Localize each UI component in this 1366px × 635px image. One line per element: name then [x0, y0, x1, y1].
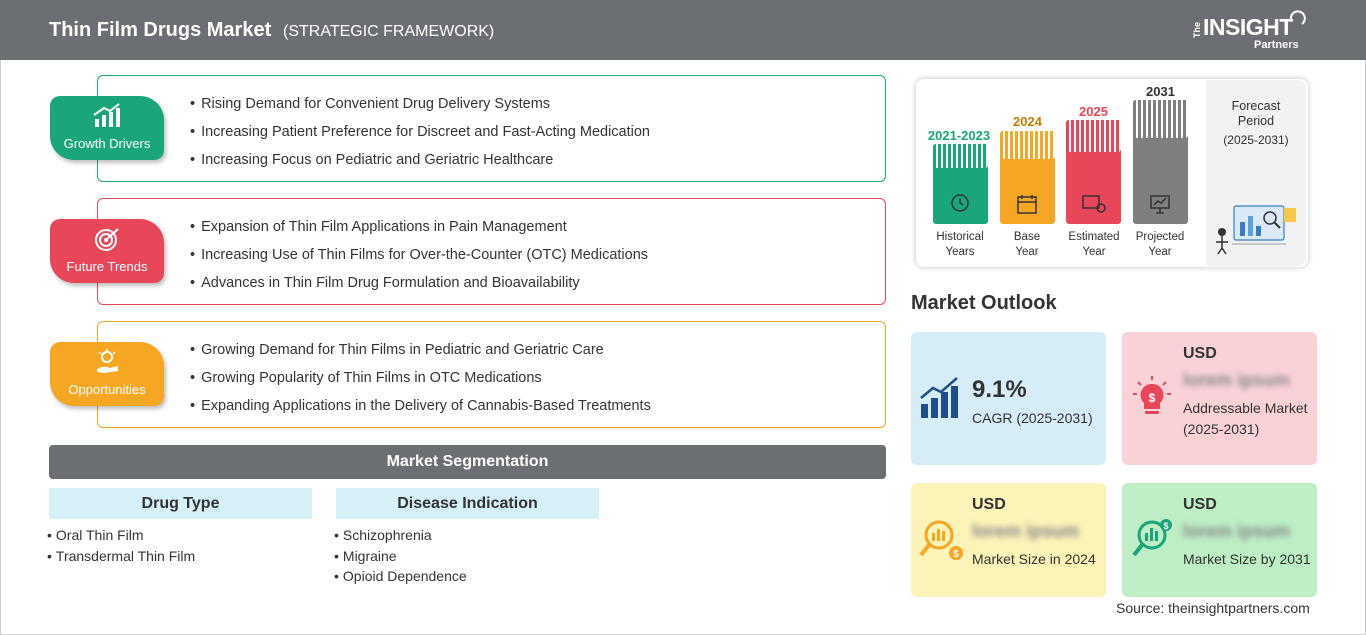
- logo-the: The: [1192, 22, 1202, 39]
- estimated-caption-line1: Estimated: [1068, 231, 1120, 243]
- page-subtitle: (STRATEGIC FRAMEWORK): [283, 23, 495, 40]
- estimated-year-label: 2025: [1079, 104, 1108, 119]
- cagr-card: 9.1% CAGR (2025-2031): [911, 332, 1106, 465]
- future-trend-item: Expansion of Thin Film Applications in P…: [190, 218, 648, 246]
- addressable-market-card: USD $ lorem ipsum Addressable Market (20…: [1122, 332, 1317, 465]
- future-trend-item: Increasing Use of Thin Films for Over-th…: [190, 246, 648, 274]
- growth-drivers-label: Growth Drivers: [63, 136, 151, 151]
- disease-indication-heading: Disease Indication: [336, 488, 599, 519]
- market-size-2024-card: USD $ lorem ipsum Market Size in 2024: [911, 483, 1106, 597]
- size-2031-value: lorem ipsum: [1183, 521, 1291, 541]
- future-trends-badge: Future Trends: [50, 219, 164, 283]
- market-size-2031-card: USD $ lorem ipsum Market Size by 2031: [1122, 483, 1317, 597]
- logo-bulb-icon: [1289, 10, 1306, 25]
- growth-drivers-box: Rising Demand for Convenient Drug Delive…: [97, 75, 886, 182]
- analytics-illustration-icon: [1216, 205, 1296, 255]
- projected-caption-line1: Projected: [1135, 231, 1185, 243]
- insight-partners-logo[interactable]: The INSIGHT Partners: [1192, 10, 1312, 54]
- forecast-title-line1: Forecast: [1231, 99, 1281, 113]
- history-icon: [951, 194, 969, 212]
- historical-caption: Historical Years: [926, 230, 994, 260]
- estimate-icon: [1082, 195, 1106, 213]
- presentation-icon: [1150, 195, 1170, 214]
- future-trend-item: Advances in Thin Film Drug Formulation a…: [190, 274, 648, 302]
- projected-caption-line2: Year: [1148, 246, 1172, 258]
- page-title: Thin Film Drugs Market: [49, 19, 272, 41]
- opportunities-label: Opportunities: [68, 382, 146, 397]
- size-2024-value: lorem ipsum: [972, 521, 1080, 541]
- dollar-chart-icon: $: [1132, 519, 1172, 557]
- market-segmentation-bar: Market Segmentation: [49, 445, 886, 479]
- growth-drivers-badge: Growth Drivers: [50, 96, 164, 160]
- size-2024-currency: USD: [972, 496, 1006, 513]
- idea-hand-icon: [97, 349, 118, 373]
- dollar-search-icon: $: [919, 520, 963, 560]
- estimated-caption: Estimated Year: [1060, 230, 1128, 260]
- base-caption-line1: Base: [1013, 231, 1041, 243]
- money-bulb-icon: $: [1133, 376, 1171, 414]
- historical-years-label: 2021-2023: [927, 128, 991, 143]
- size-2031-currency: USD: [1183, 496, 1217, 513]
- base-caption-line2: Year: [1015, 246, 1039, 258]
- projected-bar-stripes: [1133, 100, 1188, 138]
- cagr-value: 9.1%: [972, 376, 1027, 403]
- opportunity-item: Growing Demand for Thin Films in Pediatr…: [190, 341, 651, 369]
- historical-caption-line1: Historical: [936, 231, 984, 243]
- drug-type-item: Transdermal Thin Film: [47, 546, 195, 567]
- growth-driver-item: Rising Demand for Convenient Drug Delive…: [190, 95, 650, 123]
- size-2031-label: Market Size by 2031: [1183, 551, 1311, 567]
- target-icon: [95, 228, 119, 251]
- cagr-label: CAGR (2025-2031): [972, 410, 1093, 426]
- historical-caption-line2: Years: [945, 246, 975, 258]
- source-credit[interactable]: Source: theinsightpartners.com: [1116, 600, 1310, 616]
- base-year-label: 2024: [1013, 114, 1042, 129]
- svg-text:$: $: [953, 549, 959, 560]
- drug-type-list: Oral Thin Film Transdermal Thin Film: [47, 525, 195, 566]
- header-bar: Thin Film Drugs Market (STRATEGIC FRAMEW…: [0, 0, 1366, 60]
- future-trends-box: Expansion of Thin Film Applications in P…: [97, 198, 886, 305]
- svg-text:$: $: [1149, 391, 1156, 405]
- forecast-period-panel: Forecast Period (2025-2031): [1206, 80, 1306, 266]
- calendar-icon: [1017, 195, 1037, 214]
- estimated-caption-line2: Year: [1082, 246, 1106, 258]
- historical-bar-stripes: [933, 144, 988, 168]
- opportunities-box: Growing Demand for Thin Films in Pediatr…: [97, 321, 886, 428]
- forecast-title: Forecast Period: [1206, 99, 1306, 129]
- svg-text:$: $: [1163, 521, 1168, 531]
- projected-caption: Projected Year: [1127, 230, 1193, 260]
- projected-year-label: 2031: [1146, 84, 1175, 99]
- growth-driver-item: Increasing Focus on Pediatric and Geriat…: [190, 151, 650, 179]
- future-trends-label: Future Trends: [66, 259, 148, 274]
- base-caption: Base Year: [994, 230, 1060, 260]
- forecast-title-line2: Period: [1237, 114, 1275, 128]
- disease-indication-item: Opioid Dependence: [334, 566, 467, 587]
- disease-indication-list: Schizophrenia Migraine Opioid Dependence: [334, 525, 467, 587]
- addressable-label: Addressable Market (2025-2031): [1183, 400, 1308, 437]
- size-2024-label: Market Size in 2024: [972, 551, 1096, 567]
- logo-insight: INSIGHT: [1203, 14, 1293, 40]
- logo-partners: Partners: [1254, 39, 1299, 51]
- estimated-bar-stripes: [1066, 120, 1121, 152]
- opportunity-item: Expanding Applications in the Delivery o…: [190, 397, 651, 425]
- market-outlook-title: Market Outlook: [911, 292, 1057, 314]
- addressable-value: lorem ipsum: [1183, 370, 1291, 390]
- drug-type-heading: Drug Type: [49, 488, 312, 519]
- forecast-period-range: (2025-2031): [1223, 133, 1289, 147]
- base-bar-stripes: [1000, 131, 1055, 159]
- bar-growth-icon: [93, 103, 120, 127]
- disease-indication-item: Migraine: [334, 546, 467, 567]
- disease-indication-item: Schizophrenia: [334, 525, 467, 546]
- drug-type-item: Oral Thin Film: [47, 525, 195, 546]
- addressable-currency: USD: [1183, 345, 1217, 362]
- opportunities-badge: Opportunities: [50, 342, 164, 406]
- growth-driver-item: Increasing Patient Preference for Discre…: [190, 123, 650, 151]
- growth-chart-icon: [920, 377, 958, 418]
- opportunity-item: Growing Popularity of Thin Films in OTC …: [190, 369, 651, 397]
